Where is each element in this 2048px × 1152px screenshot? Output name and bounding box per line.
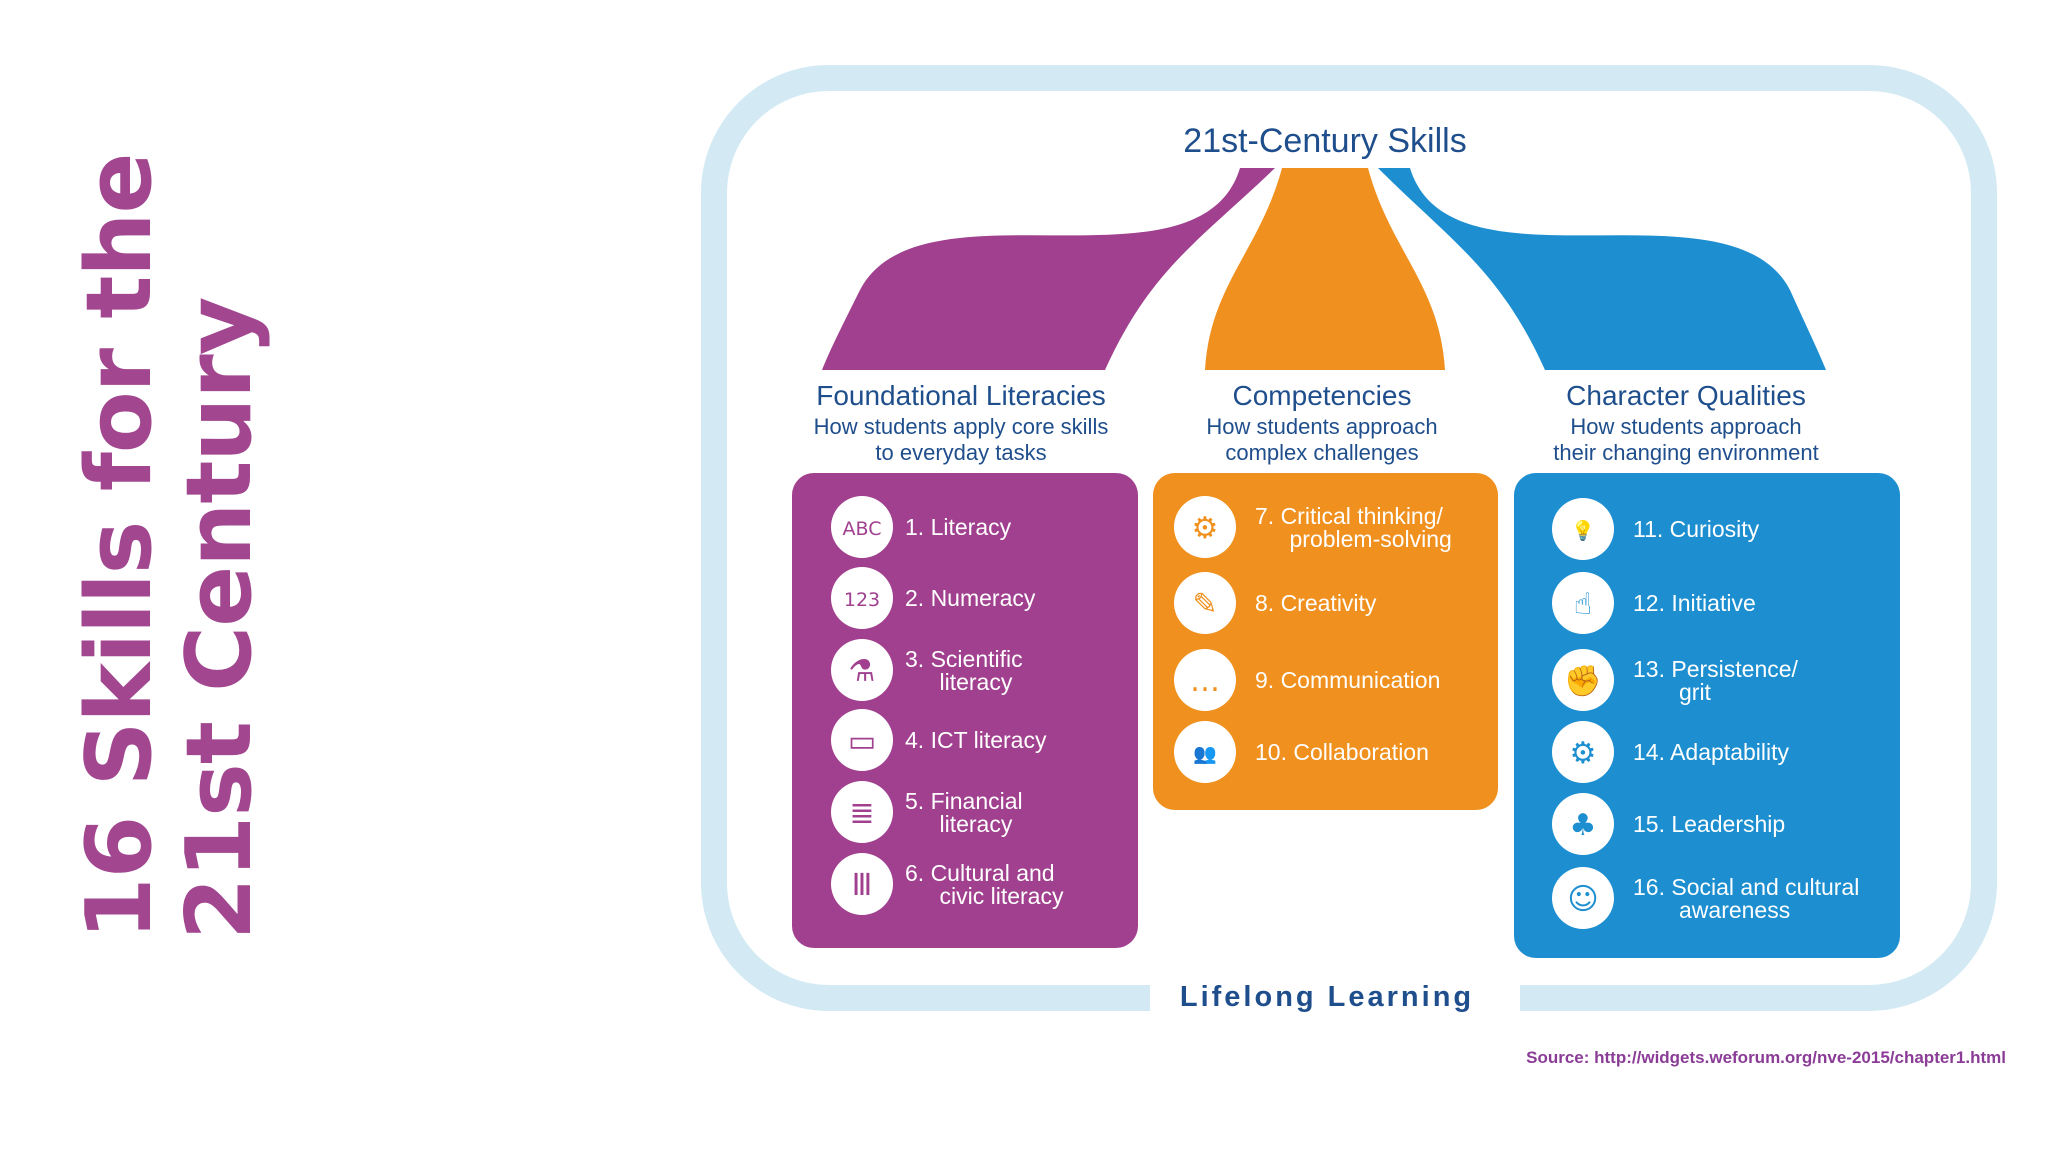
gears-icon: ⚙ (1552, 721, 1614, 783)
skill-label: 12. Initiative (1633, 590, 1756, 616)
skill-item: ✎ 8. Creativity (1174, 572, 1377, 634)
skill-label: 11. Curiosity (1633, 516, 1760, 542)
column-subtitle-line2: their changing environment (1553, 440, 1818, 465)
svg-text:✊: ✊ (1564, 664, 1601, 699)
svg-text:☺: ☺ (1567, 882, 1598, 917)
people-icon: 👥 (1174, 721, 1236, 783)
column-header-foundational: Foundational Literacies How students app… (814, 380, 1109, 465)
column-title: Character Qualities (1566, 380, 1806, 411)
branch-competencies (1205, 168, 1445, 370)
skill-label-line2: problem-solving (1290, 526, 1452, 552)
svg-text:☝: ☝ (1574, 587, 1592, 622)
svg-text:💡: 💡 (1571, 519, 1595, 542)
branch-character (1378, 168, 1826, 370)
skill-label-line1: 3. Scientific (905, 646, 1023, 672)
skill-label: 15. Leadership (1633, 811, 1785, 837)
branch-foundational (822, 168, 1275, 370)
diagram-title: 21st-Century Skills (1183, 122, 1466, 160)
flask-icon: ⚗ (831, 639, 893, 701)
svg-text:⚙: ⚙ (1192, 511, 1219, 546)
skill-item: 123 2. Numeracy (831, 567, 1036, 629)
numbers-icon: 123 (831, 567, 893, 629)
skill-item: ♣ 15. Leadership (1552, 793, 1785, 855)
skill-label: 14. Adaptability (1633, 739, 1790, 765)
column-subtitle-line2: to everyday tasks (875, 440, 1046, 465)
skill-label-line2: literacy (940, 811, 1013, 837)
pencil-ruler-icon: ✎ (1174, 572, 1236, 634)
pointing-hand-icon: ☝ (1552, 572, 1614, 634)
column-title: Competencies (1233, 380, 1412, 411)
skill-item: ☝ 12. Initiative (1552, 572, 1756, 634)
lightbulb-icon: 💡 (1552, 498, 1614, 560)
laptop-icon: ▭ (831, 709, 893, 771)
column-header-character: Character Qualities How students approac… (1553, 380, 1818, 465)
svg-text:⚙: ⚙ (1570, 736, 1597, 771)
source-citation: Source: http://widgets.weforum.org/nve-2… (1526, 1048, 2006, 1067)
column-title: Foundational Literacies (816, 380, 1106, 411)
column-subtitle-line1: How students approach (1570, 414, 1801, 439)
svg-text:👥: 👥 (1193, 743, 1217, 765)
coin-stack-icon: ≣ (831, 781, 893, 843)
skill-label-line1: 16. Social and cultural (1633, 874, 1859, 900)
skill-label: 1. Literacy (905, 514, 1012, 540)
skill-label-line1: 6. Cultural and (905, 860, 1055, 886)
column-subtitle-line2: complex challenges (1225, 440, 1418, 465)
column-icon: Ⅲ (831, 853, 893, 915)
skill-label-line2: grit (1679, 679, 1712, 705)
skill-label: 10. Collaboration (1255, 739, 1429, 765)
abc-letters-icon: ABC (831, 496, 893, 558)
svg-text:▭: ▭ (848, 724, 876, 759)
skill-item: ABC 1. Literacy (831, 496, 1012, 558)
skill-label-line2: literacy (940, 669, 1013, 695)
skill-item: ⚙ 7. Critical thinking/problem-solving (1174, 496, 1452, 558)
skill-label-line1: 5. Financial (905, 788, 1023, 814)
skill-label-line2: awareness (1679, 897, 1790, 923)
svg-text:ABC: ABC (843, 518, 882, 540)
svg-text:Ⅲ: Ⅲ (852, 868, 873, 903)
svg-text:⚗: ⚗ (849, 654, 876, 689)
speech-bubbles-icon: … (1174, 649, 1236, 711)
column-subtitle-line1: How students approach (1206, 414, 1437, 439)
skill-item: ▭ 4. ICT literacy (831, 709, 1047, 771)
head-gears-icon: ⚙ (1174, 496, 1236, 558)
skill-item: ✊ 13. Persistence/grit (1552, 649, 1799, 711)
column-header-competencies: Competencies How students approach compl… (1206, 380, 1437, 465)
svg-text:≣: ≣ (849, 796, 874, 831)
skill-label: 4. ICT literacy (905, 727, 1047, 753)
skill-item: ⚙ 14. Adaptability (1552, 721, 1790, 783)
diagram-footer: Lifelong Learning (1180, 981, 1474, 1013)
skill-item: 👥 10. Collaboration (1174, 721, 1429, 783)
column-subtitle-line1: How students apply core skills (814, 414, 1109, 439)
skill-label-line1: 7. Critical thinking/ (1255, 503, 1444, 529)
svg-text:…: … (1190, 664, 1220, 699)
svg-text:✎: ✎ (1192, 587, 1217, 622)
svg-text:♣: ♣ (1570, 808, 1597, 843)
panel-competencies (1153, 473, 1498, 810)
skill-item: … 9. Communication (1174, 649, 1440, 711)
skill-label: 2. Numeracy (905, 585, 1036, 611)
skill-label-line1: 13. Persistence/ (1633, 656, 1799, 682)
skill-label-line2: civic literacy (940, 883, 1064, 909)
skill-item: 💡 11. Curiosity (1552, 498, 1760, 560)
fist-icon: ✊ (1552, 649, 1614, 711)
skill-label: 9. Communication (1255, 667, 1440, 693)
skill-label: 8. Creativity (1255, 590, 1377, 616)
org-chart-icon: ♣ (1552, 793, 1614, 855)
svg-text:123: 123 (844, 589, 880, 611)
group-icon: ☺ (1552, 867, 1614, 929)
